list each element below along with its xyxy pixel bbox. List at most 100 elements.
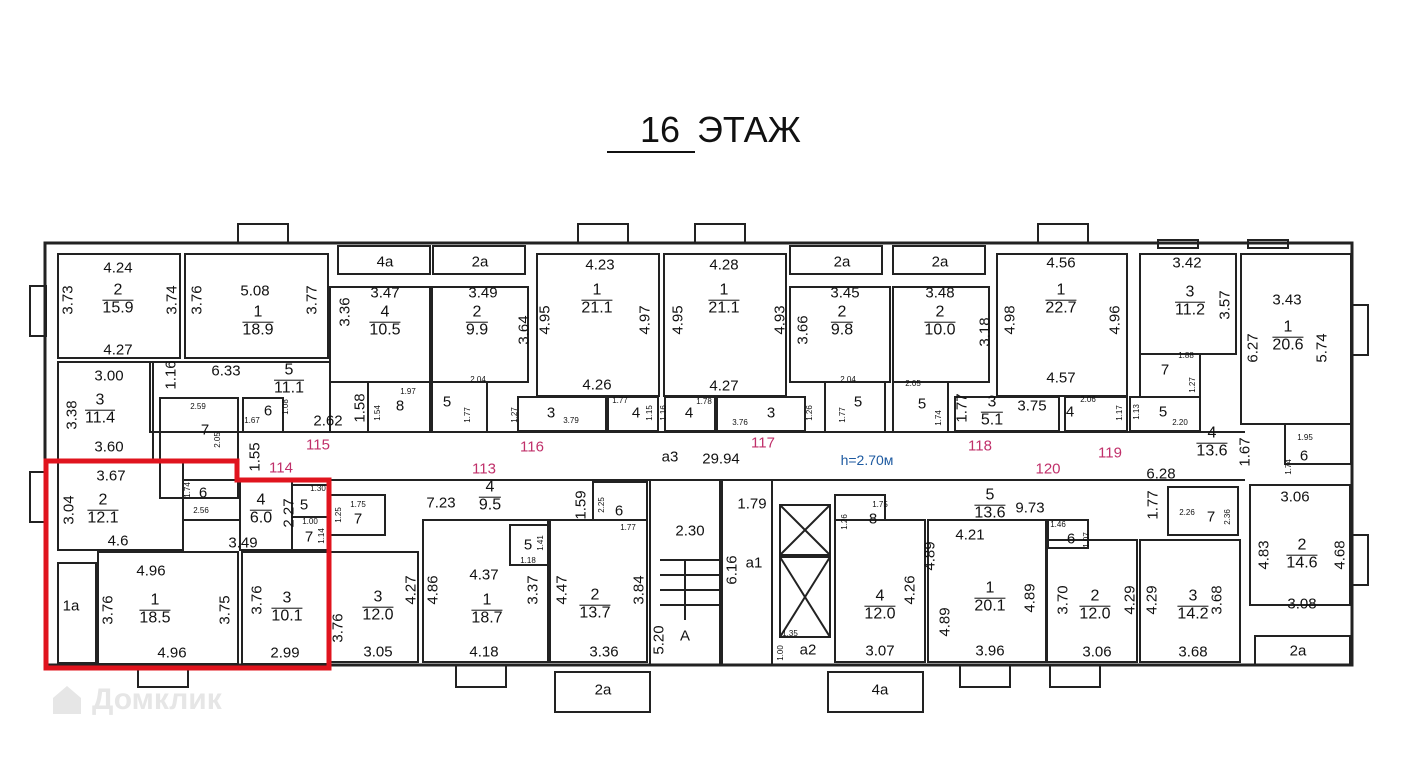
room-number: 6: [263, 402, 273, 420]
dimension: 1.55: [246, 442, 264, 472]
room-number: 6: [614, 502, 624, 520]
dimension: 4.6: [107, 532, 129, 550]
room-number: 5: [1158, 403, 1168, 421]
dimension: 4.27: [402, 575, 420, 605]
room-area: 18.9: [242, 321, 274, 339]
dimension: 3.08: [1287, 595, 1317, 613]
dimension: 4.89: [1021, 583, 1039, 613]
room-number: 2: [1079, 588, 1111, 607]
room-number: 4: [684, 404, 694, 422]
room-number: 3: [271, 590, 303, 609]
small-dimension: 1.35: [782, 629, 798, 638]
dimension: 4.26: [901, 575, 919, 605]
small-dimension: 2.20: [1172, 418, 1188, 427]
space-label: а2: [799, 641, 817, 659]
small-dimension: 1.27: [510, 407, 519, 423]
apartment-number: 116: [520, 438, 544, 456]
room-area: 22.7: [1045, 299, 1077, 317]
room-area: 15.9: [102, 299, 134, 317]
selected-apartment-outline: [43, 458, 332, 671]
room-area: 11.4: [85, 409, 115, 427]
small-dimension: 1.97: [400, 387, 416, 396]
small-dimension: 1.78: [696, 397, 712, 406]
dimension: 2.30: [675, 522, 705, 540]
dimension: 3.76: [329, 613, 347, 643]
room-number: 1: [139, 592, 171, 611]
ceiling-height: h=2.70м: [840, 452, 894, 468]
room-area: 10.0: [924, 321, 956, 339]
small-dimension: 2.36: [1223, 509, 1232, 525]
dimension: 4.28: [709, 256, 739, 274]
small-dimension: 1.07: [1082, 532, 1091, 548]
dimension: 4.47: [553, 575, 571, 605]
room-number: 5: [442, 393, 452, 411]
room-number: 5: [523, 536, 533, 554]
room-number: 7: [1160, 361, 1170, 379]
dimension: 3.49: [228, 534, 258, 552]
dimension: 3.70: [1054, 585, 1072, 615]
room-number: 5: [299, 496, 309, 514]
dimension: 3.06: [1280, 488, 1310, 506]
room-number: 8: [395, 397, 405, 415]
dimension: 3.05: [363, 643, 393, 661]
dimension: 4.89: [921, 541, 939, 571]
dimension: 4.86: [424, 575, 442, 605]
space-label: 2а: [1289, 642, 1307, 660]
dimension: 4.24: [103, 259, 133, 277]
floor-title: ЭТАЖ: [697, 109, 801, 150]
small-dimension: 1.67: [244, 416, 260, 425]
room-area: 12.1: [87, 509, 119, 527]
small-dimension: 1.15: [645, 405, 654, 421]
small-dimension: 1.30: [310, 484, 326, 493]
dimension: 3.36: [589, 643, 619, 661]
dimension: 2.62: [313, 412, 343, 430]
dimension: 3.37: [524, 575, 542, 605]
dimension: 1.77: [1144, 490, 1162, 520]
apartment-number: 119: [1098, 444, 1122, 462]
small-dimension: 1.00: [776, 645, 785, 661]
room-area: 18.5: [139, 609, 171, 627]
dimension: 4.26: [582, 376, 612, 394]
dimension: 4.18: [469, 643, 499, 661]
room-area: 9.8: [830, 321, 854, 339]
room-number: 4: [369, 304, 401, 323]
dimension: 4.68: [1331, 540, 1349, 570]
space-label: 4а: [871, 681, 889, 699]
room-number: 7: [200, 421, 210, 439]
space-label: 2а: [931, 253, 949, 271]
room-area: 9.9: [465, 321, 489, 339]
small-dimension: 3.76: [732, 418, 748, 427]
small-dimension: 1.75: [872, 500, 888, 509]
small-dimension: 1.26: [805, 405, 814, 421]
room-number: 4: [1196, 425, 1228, 444]
room-number: 1: [1272, 319, 1304, 338]
room-area: 9.5: [478, 496, 502, 514]
room-area: 12.0: [864, 605, 896, 623]
dimension: 4.95: [669, 305, 687, 335]
watermark: Домклик: [50, 683, 222, 717]
room-number: 7: [353, 510, 363, 528]
room-number: 3: [546, 404, 556, 422]
small-dimension: 2.05: [213, 432, 222, 448]
dimension: 3.47: [370, 284, 400, 302]
small-dimension: 1.46: [1050, 520, 1066, 529]
room-number: 6: [198, 484, 208, 502]
dimension: 3.49: [468, 284, 498, 302]
dimension: 4.27: [103, 341, 133, 359]
small-dimension: 1.17: [1115, 405, 1124, 421]
small-dimension: 1.74: [934, 410, 943, 426]
small-dimension: 1.77: [463, 407, 472, 423]
room-number: 1: [242, 304, 274, 323]
